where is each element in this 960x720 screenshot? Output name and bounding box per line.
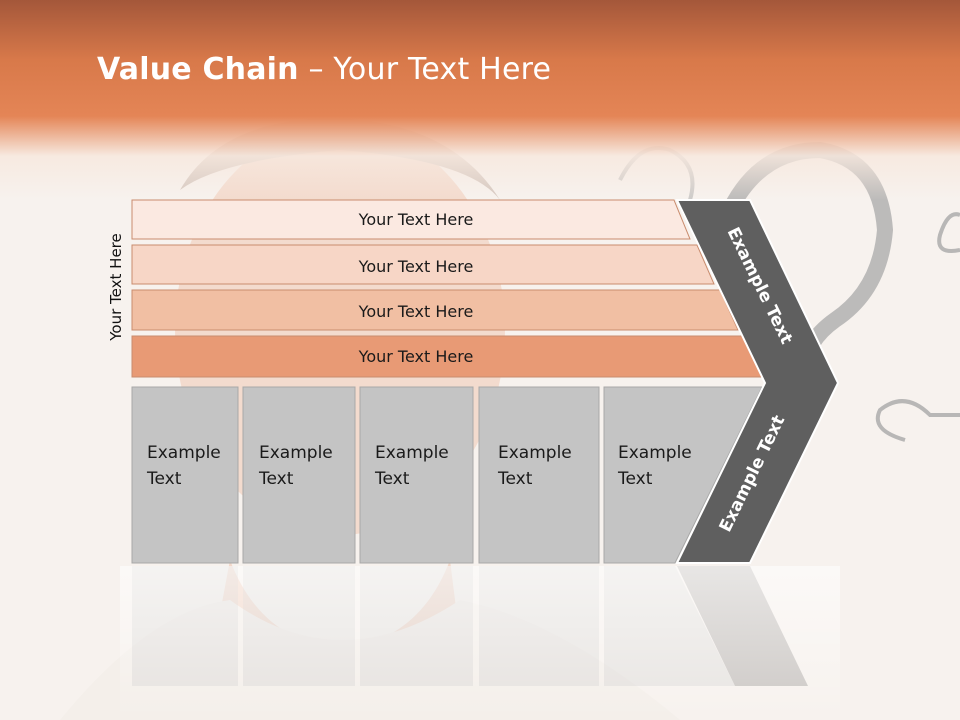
support-rows: Your Text Here Your Text Here Your Text …: [131, 199, 763, 378]
slide-title: Value Chain – Your Text Here: [97, 52, 551, 87]
support-row-label: Your Text Here: [358, 257, 474, 276]
reflection-fade: [120, 566, 840, 720]
title-rest: – Your Text Here: [298, 52, 552, 87]
primary-box-shape: [242, 386, 356, 564]
primary-box-shape: [131, 386, 239, 564]
primary-box-shape: [603, 386, 763, 564]
support-row-label: Your Text Here: [358, 210, 474, 229]
support-row-label: Your Text Here: [358, 302, 474, 321]
title-bold: Value Chain: [97, 52, 299, 87]
support-row-shape: [131, 289, 739, 331]
support-row[interactable]: Your Text Here: [131, 199, 691, 240]
chevron-shape: [675, 199, 840, 564]
support-row[interactable]: Your Text Here: [131, 289, 739, 331]
primary-box-shape: [359, 386, 474, 564]
support-row[interactable]: Your Text Here: [131, 335, 763, 378]
side-label: Your Text Here: [107, 233, 125, 341]
support-row-label: Your Text Here: [358, 347, 474, 366]
support-row[interactable]: Your Text Here: [131, 244, 715, 285]
header-band: [0, 0, 960, 200]
support-row-shape: [131, 244, 715, 285]
support-row-shape: [131, 199, 691, 240]
primary-box-shape: [478, 386, 600, 564]
